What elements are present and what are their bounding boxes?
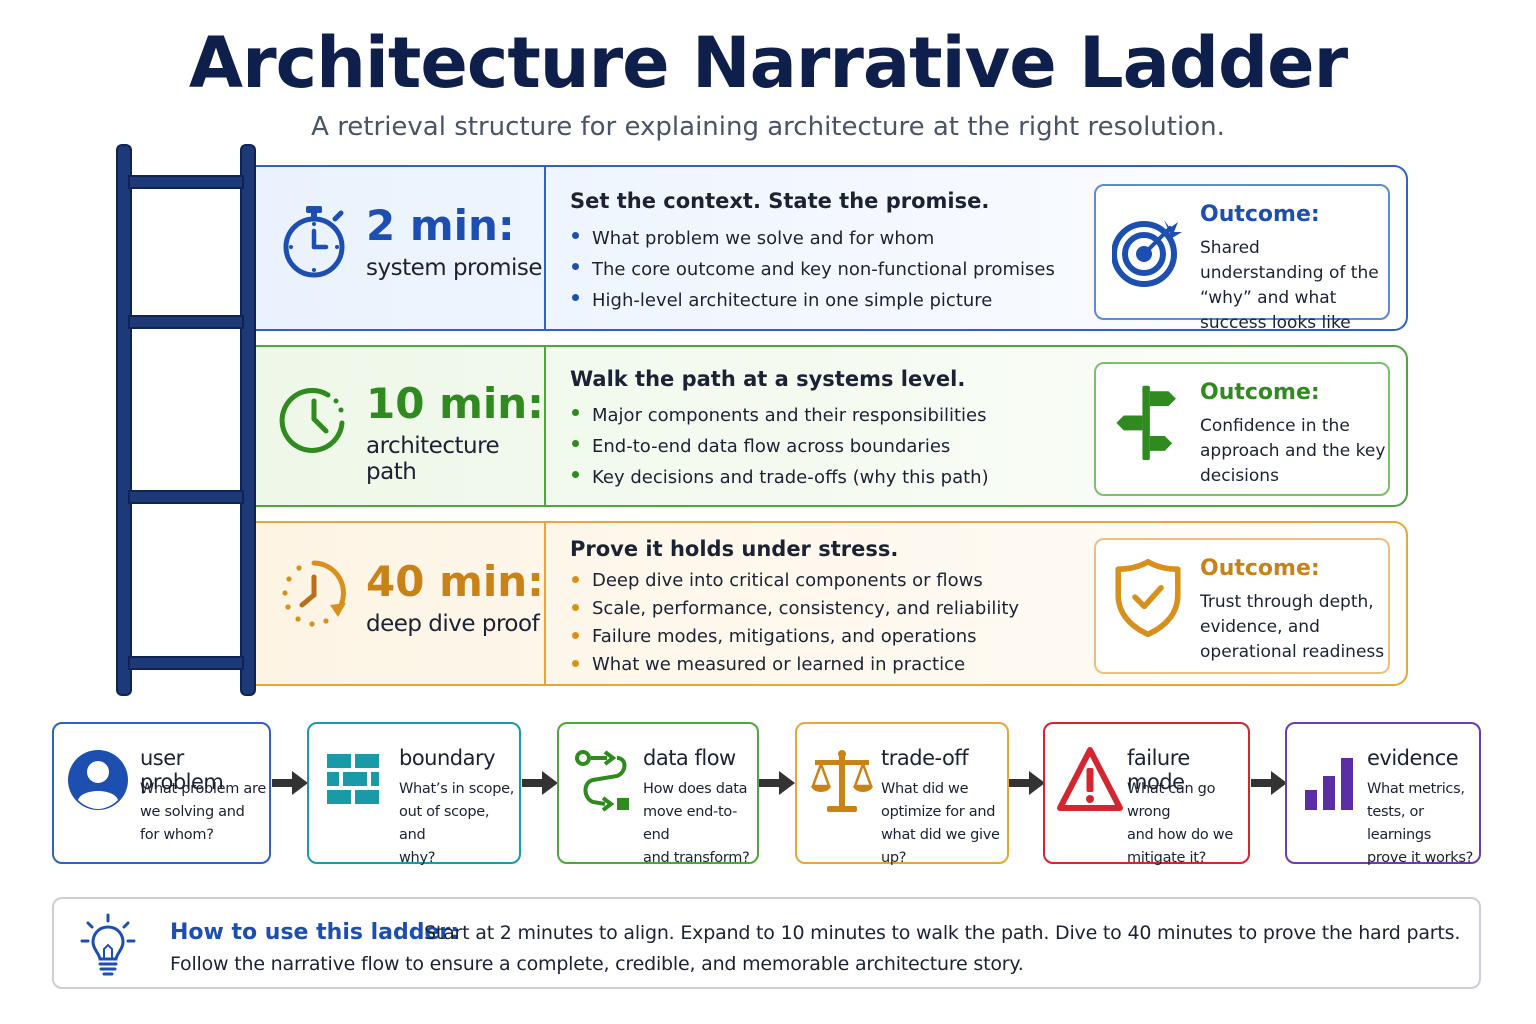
flow-arrows-icon — [575, 750, 629, 812]
tier-2-min: 2 min: system promise Set the context. S… — [256, 165, 1408, 333]
clock-icon — [279, 387, 345, 453]
tier-bullet: Key decisions and trade-offs (why this p… — [570, 462, 989, 493]
tier-40-min: 40 min: deep dive proof Prove it holds u… — [256, 521, 1408, 686]
stopwatch-icon — [283, 206, 345, 278]
footer-text-line-1: Start at 2 minutes to align. Expand to 1… — [424, 922, 1461, 944]
tier-name: deep dive proof — [366, 611, 540, 637]
outcome-label: Outcome: — [1200, 202, 1320, 227]
arrow-right-icon — [759, 771, 795, 795]
outcome-box: Outcome: Trust through depth, evidence, … — [1094, 538, 1390, 674]
flow-card-title: failure mode — [1127, 746, 1190, 794]
ladder-rail-right — [240, 144, 256, 696]
tier-divider — [544, 167, 546, 329]
outcome-text: Shared understanding of the “why” and wh… — [1200, 238, 1379, 333]
arrow-right-icon — [272, 771, 308, 795]
flow-card-title: user problem — [140, 746, 224, 794]
tier-bullet: What we measured or learned in practice — [570, 651, 1019, 679]
page-subtitle: A retrieval structure for explaining arc… — [311, 112, 1225, 142]
tier-bullet: Deep dive into critical components or fl… — [570, 567, 1019, 595]
ladder-rung — [128, 315, 244, 329]
target-icon — [1112, 220, 1182, 287]
scales-icon — [811, 750, 873, 812]
flow-card-title: data flow — [643, 746, 736, 770]
flow-card-evidence: evidence What metrics,tests, or learning… — [1285, 722, 1481, 866]
signpost-icon — [1116, 385, 1176, 461]
tier-label: 2 min: system promise — [256, 167, 546, 329]
tier-10-min: 10 min: architecture path Walk the path … — [256, 345, 1408, 507]
tier-bullet-list: Deep dive into critical components or fl… — [570, 567, 1019, 679]
tier-time: 10 min: — [366, 379, 544, 428]
footer-text-line-2: Follow the narrative flow to ensure a co… — [170, 953, 1024, 975]
ladder-rail-left — [116, 144, 132, 696]
outcome-box: Outcome: Shared understanding of the “wh… — [1094, 184, 1390, 333]
tier-bullet: End-to-end data flow across boundaries — [570, 431, 989, 462]
tier-divider — [544, 523, 546, 684]
outcome-box: Outcome: Confidence in the approach and … — [1094, 362, 1390, 496]
tier-name: architecture path — [366, 433, 500, 485]
tier-heading: Walk the path at a systems level. — [570, 367, 966, 391]
flow-card-title: evidence — [1367, 746, 1459, 770]
tier-bullet-list: Major components and their responsibilit… — [570, 400, 989, 493]
tier-bullet: What problem we solve and for whom — [570, 223, 1055, 254]
lightbulb-icon — [80, 913, 136, 976]
tier-label: 10 min: architecture path — [256, 347, 546, 505]
footer-label: How to use this ladder: — [170, 920, 460, 945]
bar-chart-icon — [1305, 758, 1353, 810]
warning-icon — [1057, 747, 1123, 811]
tier-time: 2 min: — [366, 201, 515, 250]
flow-card-title: trade-off — [881, 746, 969, 770]
flow-card-title: boundary — [399, 746, 496, 770]
ladder-rung — [128, 490, 244, 504]
arrow-right-icon — [1009, 771, 1045, 795]
outcome-text: Confidence in the approach and the key d… — [1200, 416, 1386, 486]
ladder-rung — [128, 175, 244, 189]
tier-bullet: High-level architecture in one simple pi… — [570, 285, 1055, 316]
ladder-rung — [128, 656, 244, 670]
tier-heading: Set the context. State the promise. — [570, 189, 990, 213]
tier-bullet: Scale, performance, consistency, and rel… — [570, 595, 1019, 623]
tier-bullet: Major components and their responsibilit… — [570, 400, 989, 431]
arrow-right-icon — [1251, 771, 1287, 795]
outcome-text: Trust through depth, evidence, and opera… — [1200, 592, 1385, 662]
timer-refresh-icon — [282, 560, 346, 627]
shield-check-icon — [1115, 558, 1181, 638]
tier-time: 40 min: — [366, 557, 544, 606]
flow-card-boundary: boundary What’s in scope,out of scope, a… — [307, 722, 521, 866]
arrow-right-icon — [522, 771, 558, 795]
tier-heading: Prove it holds under stress. — [570, 537, 899, 561]
ladder-graphic — [110, 140, 260, 700]
tier-divider — [544, 347, 546, 505]
outcome-label: Outcome: — [1200, 556, 1320, 581]
tier-label: 40 min: deep dive proof — [256, 523, 546, 684]
tier-bullet: The core outcome and key non-functional … — [570, 254, 1055, 285]
how-to-use-panel: How to use this ladder: Start at 2 minut… — [52, 897, 1481, 989]
tier-bullet-list: What problem we solve and for whom The c… — [570, 223, 1055, 316]
page-title: Architecture Narrative Ladder — [188, 22, 1348, 104]
tier-bullet: Failure modes, mitigations, and operatio… — [570, 623, 1019, 651]
user-icon — [68, 750, 128, 810]
tier-name: system promise — [366, 255, 543, 281]
outcome-label: Outcome: — [1200, 380, 1320, 405]
brick-wall-icon — [327, 754, 379, 804]
